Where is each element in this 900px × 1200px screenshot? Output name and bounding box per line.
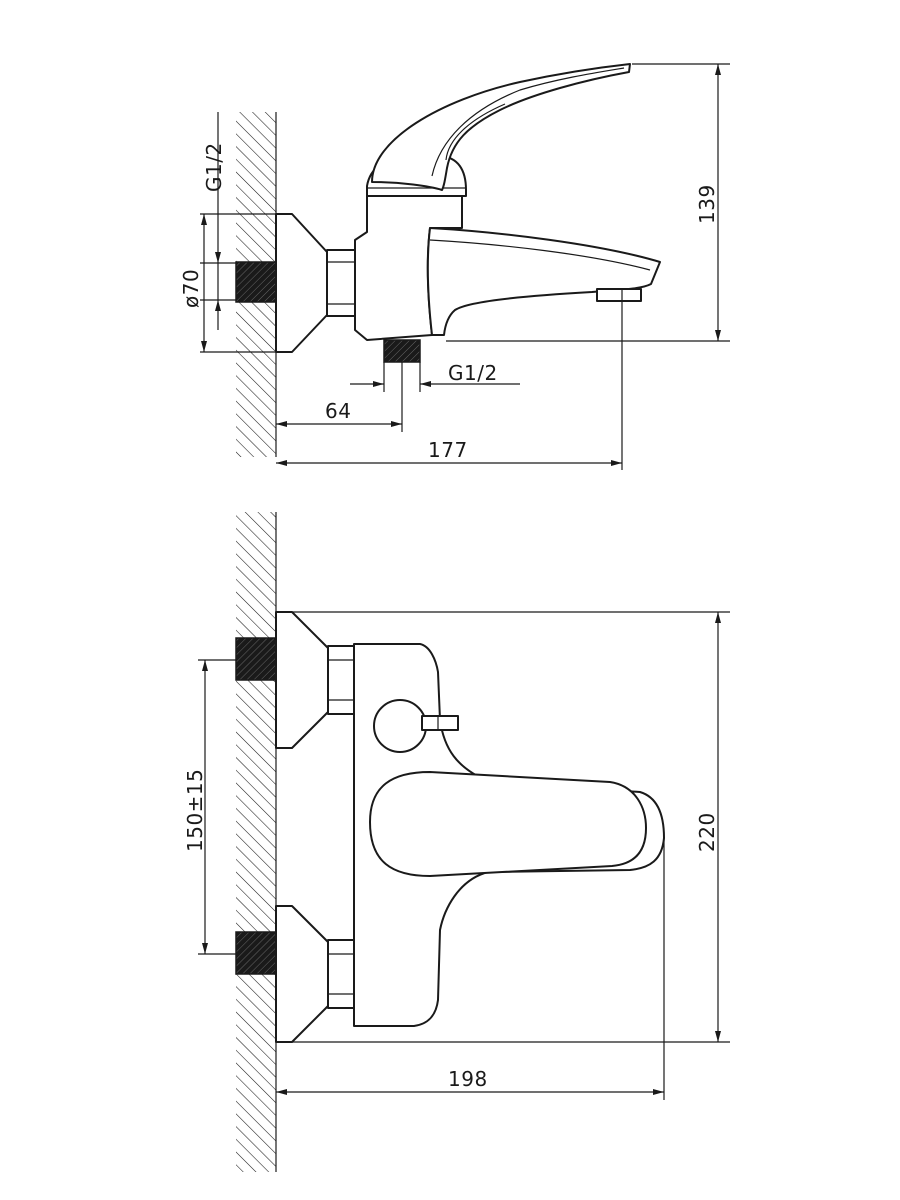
escutcheon-top-upper bbox=[275, 611, 329, 749]
spout-lip-line bbox=[429, 239, 651, 271]
lever-handle-side bbox=[371, 63, 631, 191]
dim-thread-bottom: G1/2 bbox=[350, 361, 520, 392]
escutcheon-side bbox=[275, 213, 328, 353]
dim-diameter: ø70 bbox=[179, 213, 292, 353]
wall-section-top bbox=[236, 512, 277, 1172]
height-label-side: 139 bbox=[695, 184, 719, 224]
aerator-side bbox=[596, 288, 642, 302]
width-label-top: 220 bbox=[695, 812, 719, 852]
dim-offset: 64 bbox=[276, 362, 403, 432]
lever-handle-top bbox=[369, 771, 647, 877]
diverter-knob-top bbox=[373, 699, 459, 753]
wall-pipe-top-upper bbox=[235, 637, 277, 681]
offset-label: 64 bbox=[325, 399, 351, 423]
spout-side bbox=[426, 227, 661, 336]
dim-height-side: 139 bbox=[446, 63, 730, 342]
top-view: 150±15 220 198 bbox=[183, 512, 730, 1172]
diameter-label: ø70 bbox=[179, 269, 203, 308]
hex-nut-side bbox=[326, 249, 356, 317]
wall-pipe-top-lower bbox=[235, 931, 277, 975]
side-view: G1/2 ø70 139 G1/2 bbox=[179, 63, 730, 470]
diverter-thread bbox=[383, 339, 421, 363]
wall-pipe-side bbox=[235, 261, 277, 303]
dim-spacing: 150±15 bbox=[183, 659, 236, 955]
escutcheon-top-lower bbox=[275, 905, 329, 1043]
thread-label-bottom: G1/2 bbox=[448, 361, 498, 385]
dim-width-top: 220 bbox=[292, 611, 730, 1043]
spacing-label: 150±15 bbox=[183, 769, 207, 852]
dim-thread-vertical: G1/2 bbox=[200, 112, 236, 330]
hex-nut-top-lower bbox=[327, 939, 355, 1009]
dim-length-top: 198 bbox=[276, 838, 665, 1100]
lever-inner-curve bbox=[431, 67, 625, 177]
lever-highlight bbox=[445, 103, 506, 161]
dim-length-side: 177 bbox=[276, 301, 623, 470]
length-label-top: 198 bbox=[448, 1067, 488, 1091]
thread-label-vertical: G1/2 bbox=[202, 142, 226, 192]
hex-nut-top-upper bbox=[327, 645, 355, 715]
length-label-side: 177 bbox=[428, 438, 468, 462]
